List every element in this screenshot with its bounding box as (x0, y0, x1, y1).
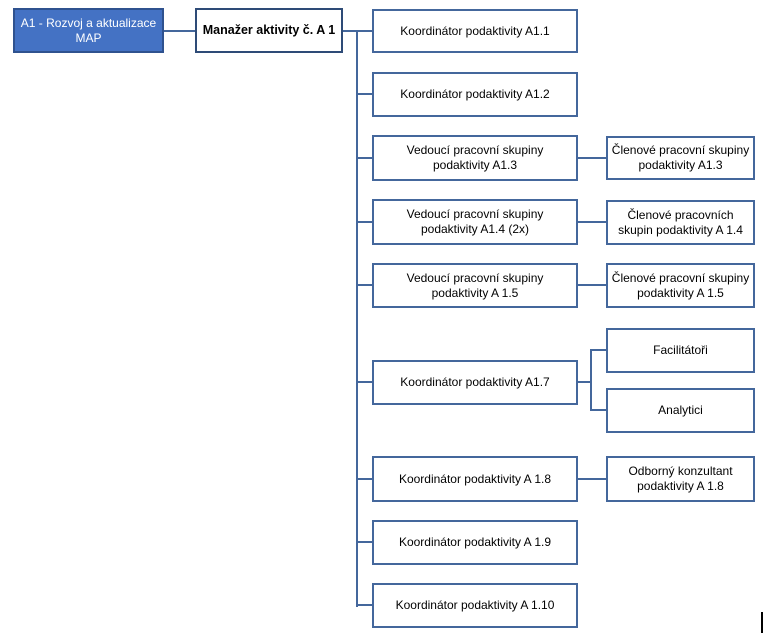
connector-a13-clenove (578, 157, 606, 159)
node-clenove-a1-3[interactable]: Členové pracovní skupiny podaktivity A1.… (606, 136, 755, 180)
node-koordinator-a1-10[interactable]: Koordinátor podaktivity A 1.10 (372, 583, 578, 628)
node-clenove-a1-5[interactable]: Členové pracovní skupiny podaktivity A 1… (606, 263, 755, 308)
node-manazer-aktivity[interactable]: Manažer aktivity č. A 1 (195, 8, 343, 53)
connector-root-manager (164, 30, 195, 32)
node-vedouci-a1-4[interactable]: Vedoucí pracovní skupiny podaktivity A1.… (372, 199, 578, 245)
node-koordinator-a1-7[interactable]: Koordinátor podaktivity A1.7 (372, 360, 578, 405)
text-cursor (761, 612, 763, 633)
connector-a17-branch (578, 381, 591, 383)
node-clenove-a1-4[interactable]: Členové pracovních skupin podaktivity A … (606, 200, 755, 245)
node-odborny-konzultant-a1-8[interactable]: Odborný konzultant podaktivity A 1.8 (606, 456, 755, 502)
connector-a14-clenove (578, 221, 606, 223)
connector-stub-a11 (356, 30, 372, 32)
node-analytici[interactable]: Analytici (606, 388, 755, 433)
connector-a15-clenove (578, 284, 606, 286)
node-facilitatori[interactable]: Facilitátoři (606, 328, 755, 373)
connector-stub-a15 (356, 284, 372, 286)
connector-manager-trunk (343, 30, 357, 32)
node-vedouci-a1-5[interactable]: Vedoucí pracovní skupiny podaktivity A 1… (372, 263, 578, 308)
connector-stub-a12 (356, 93, 372, 95)
connector-stub-a17 (356, 381, 372, 383)
connector-a17-trunk (590, 349, 592, 411)
connector-stub-a14 (356, 221, 372, 223)
connector-stub-a18 (356, 478, 372, 480)
connector-stub-a19 (356, 541, 372, 543)
node-vedouci-a1-3[interactable]: Vedoucí pracovní skupiny podaktivity A1.… (372, 135, 578, 181)
node-koordinator-a1-9[interactable]: Koordinátor podaktivity A 1.9 (372, 520, 578, 565)
connector-a18-konzultant (578, 478, 606, 480)
node-koordinator-a1-2[interactable]: Koordinátor podaktivity A1.2 (372, 72, 578, 117)
connector-trunk (356, 30, 358, 607)
connector-a17-analytici (590, 409, 606, 411)
node-koordinator-a1-8[interactable]: Koordinátor podaktivity A 1.8 (372, 456, 578, 502)
node-a1-rozvoj-a-aktualizace-map[interactable]: A1 - Rozvoj a aktualizace MAP (13, 8, 164, 53)
connector-stub-a13 (356, 157, 372, 159)
connector-stub-a110 (356, 604, 372, 606)
node-koordinator-a1-1[interactable]: Koordinátor podaktivity A1.1 (372, 9, 578, 53)
connector-a17-facilitatori (590, 349, 606, 351)
